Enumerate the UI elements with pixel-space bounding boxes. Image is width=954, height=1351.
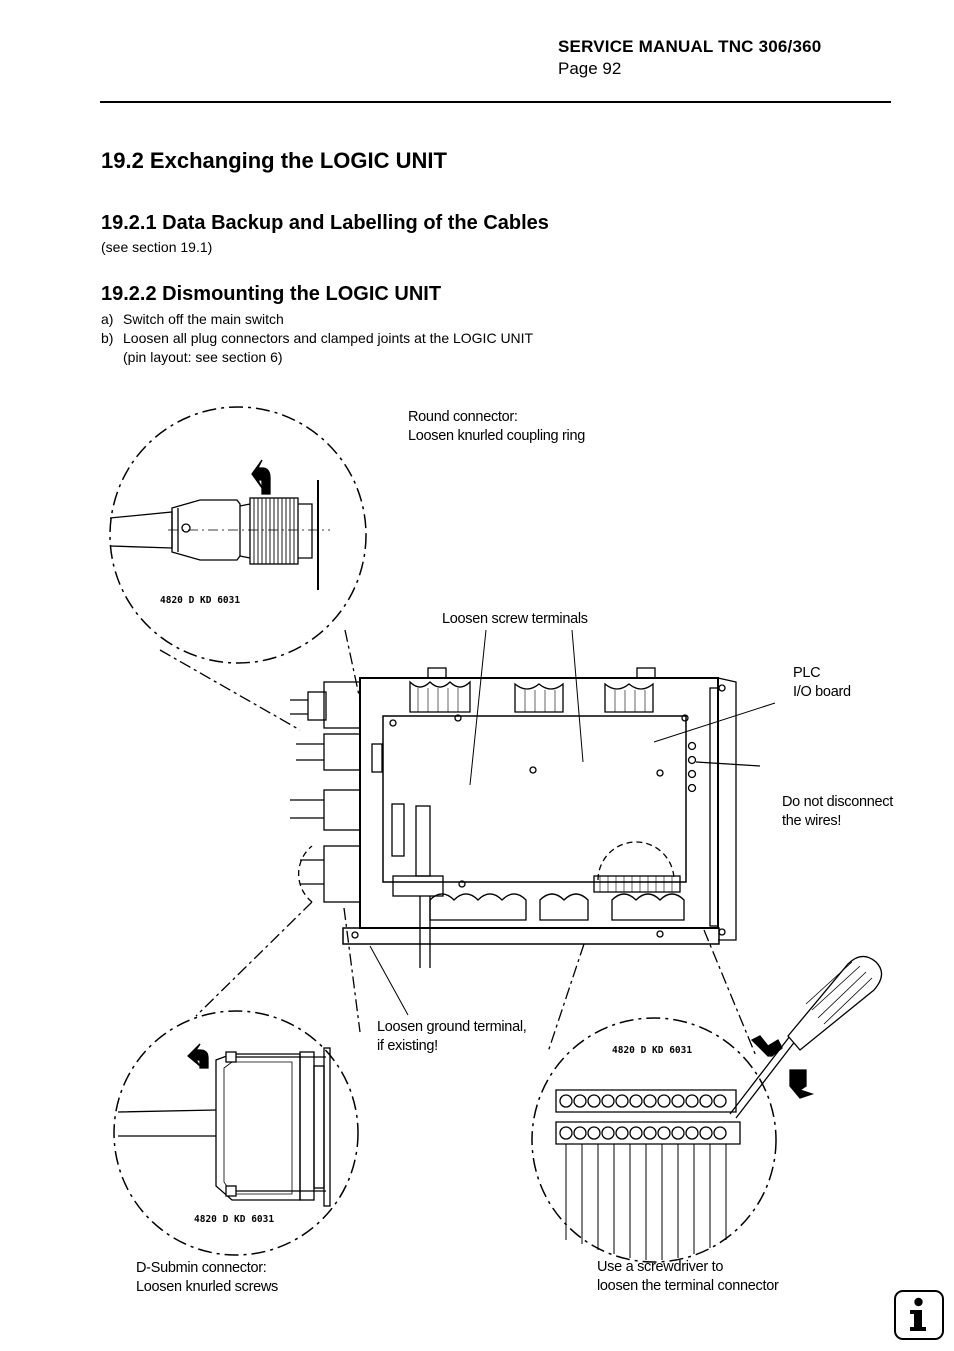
- logic-unit-body: [290, 667, 761, 968]
- rotate-arrow-icon: [187, 1043, 209, 1069]
- ground-terminal-label-line1: Loosen ground terminal,: [377, 1019, 527, 1035]
- subsection-backup-title: 19.2.1 Data Backup and Labelling of the …: [101, 212, 549, 234]
- list-item: b) Loosen all plug connectors and clampe…: [101, 329, 533, 367]
- page-number: Page 92: [558, 59, 622, 78]
- header-rule: [100, 101, 891, 103]
- rotate-arrow-icon: [750, 1035, 783, 1057]
- list-item-text: Loosen all plug connectors and clamped j…: [123, 330, 534, 346]
- list-marker: a): [101, 311, 114, 327]
- do-not-disconnect-label-line2: the wires!: [782, 813, 842, 829]
- screwdriver-label: Use a screwdriver to loosen the terminal…: [597, 1258, 779, 1296]
- info-icon: [894, 1290, 944, 1340]
- do-not-disconnect-label-line1: Do not disconnect: [782, 794, 893, 810]
- list-marker: b): [101, 330, 114, 346]
- dismount-steps: a) Switch off the main switch b) Loosen …: [101, 310, 533, 367]
- plc-board-label-line2: I/O board: [793, 684, 851, 700]
- terminal-connector-detail: 4820 D KD 6031: [531, 955, 883, 1263]
- part-code-bottom-right: 4820 D KD 6031: [612, 1045, 692, 1056]
- list-item: a) Switch off the main switch: [101, 310, 533, 329]
- round-connector-detail: 4820 D KD 6031: [109, 406, 367, 664]
- round-connector-label: Round connector: Loosen knurled coupling…: [408, 408, 585, 446]
- manual-title: SERVICE MANUAL TNC 306/360: [558, 37, 822, 56]
- round-connector-label-line2: Loosen knurled coupling ring: [408, 428, 586, 444]
- part-code-top: 4820 D KD 6031: [160, 595, 240, 606]
- dsub-connector-label: D-Submin connector: Loosen knurled screw…: [136, 1259, 278, 1297]
- screwdriver-label-line1: Use a screwdriver to: [597, 1259, 724, 1275]
- info-glyph-icon: [910, 1297, 926, 1331]
- screw-terminals-label: Loosen screw terminals: [442, 611, 588, 627]
- dsub-connector-label-line2: Loosen knurled screws: [136, 1279, 278, 1295]
- ground-terminal-label-line2: if existing!: [377, 1038, 438, 1054]
- rotate-arrow-icon: [789, 1069, 815, 1099]
- list-item-subtext: (pin layout: see section 6): [123, 349, 283, 365]
- rotate-arrow-icon: [251, 459, 271, 495]
- plc-board-label: PLC I/O board: [793, 664, 851, 702]
- backup-note: (see section 19.1): [101, 239, 213, 255]
- logic-unit-diagram: 4820 D KD 6031: [109, 406, 883, 1263]
- section-title: 19.2 Exchanging the LOGIC UNIT: [101, 148, 447, 173]
- list-item-text: Switch off the main switch: [123, 311, 284, 327]
- screwdriver-label-line2: loosen the terminal connector: [597, 1278, 779, 1294]
- round-connector-label-line1: Round connector:: [408, 409, 518, 425]
- do-not-disconnect-label: Do not disconnect the wires!: [782, 793, 893, 831]
- dsub-connector-detail: 4820 D KD 6031: [113, 1010, 359, 1256]
- ground-terminal-label: Loosen ground terminal, if existing!: [377, 1018, 527, 1056]
- subsection-dismount-title: 19.2.2 Dismounting the LOGIC UNIT: [101, 283, 442, 305]
- plc-board-label-line1: PLC: [793, 665, 821, 681]
- dsub-connector-label-line1: D-Submin connector:: [136, 1260, 267, 1276]
- part-code-bottom-left: 4820 D KD 6031: [194, 1214, 274, 1225]
